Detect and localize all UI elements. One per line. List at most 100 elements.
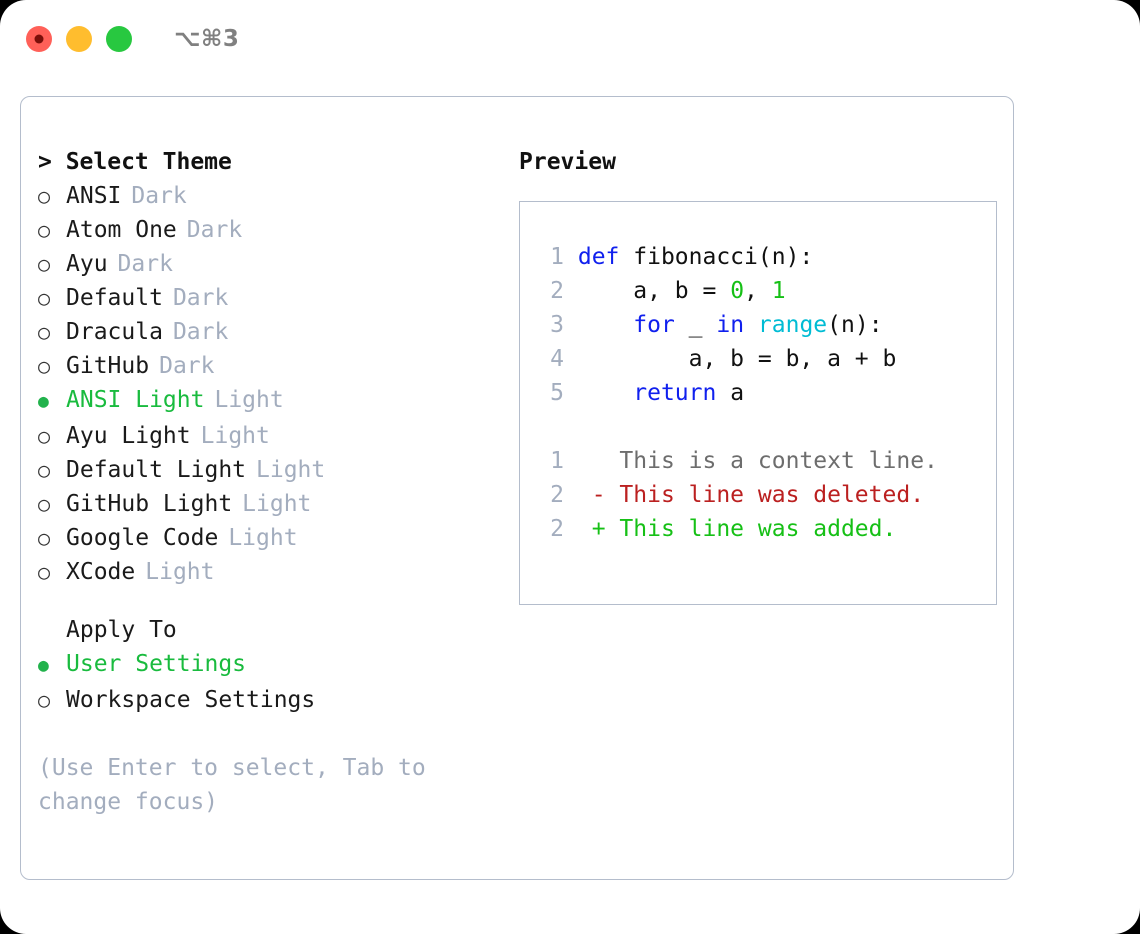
theme-option-label: ANSI Light — [66, 387, 205, 413]
code-token: fibonacci(n): — [633, 244, 814, 270]
apply-to-option-list[interactable]: ●User Settings ○ Workspace Settings — [38, 647, 508, 717]
apply-to-option-label: Workspace Settings — [66, 687, 316, 713]
line-number: 1 — [550, 448, 564, 474]
line-number: 3 — [550, 312, 564, 338]
radio-unselected-icon: ○ — [38, 526, 51, 550]
code-line-1: 2 a, b = 0, 1 — [538, 274, 996, 308]
theme-variant-tag: Light — [228, 525, 298, 551]
radio-unselected-icon: ○ — [38, 184, 51, 208]
code-line-4: 5 return a — [538, 376, 996, 410]
line-number: 2 — [550, 516, 564, 542]
code-token: for — [633, 312, 675, 338]
theme-option-2[interactable]: ○ Ayu Dark — [38, 247, 508, 281]
theme-option-label: Google Code — [66, 525, 219, 551]
theme-option-label: Atom One — [66, 217, 177, 243]
radio-unselected-icon: ○ — [38, 458, 51, 482]
minimize-button[interactable] — [66, 26, 92, 52]
diff-line-1: 2 - This line was deleted. — [538, 478, 996, 512]
code-token: 0 — [730, 278, 745, 304]
line-number: 4 — [550, 346, 564, 372]
radio-unselected-icon: ○ — [38, 688, 51, 712]
code-token: def — [577, 244, 634, 270]
apply-to-heading: Apply To — [66, 617, 177, 643]
line-number: 2 — [550, 482, 564, 508]
line-number: 2 — [550, 278, 564, 304]
theme-variant-tag: Light — [214, 387, 284, 413]
theme-option-label: Default Light — [66, 457, 247, 483]
theme-option-3[interactable]: ○ Default Dark — [38, 281, 508, 315]
code-token: (n): — [827, 312, 883, 338]
theme-variant-tag: Dark — [186, 217, 243, 243]
select-theme-heading: > Select Theme — [38, 149, 232, 175]
radio-unselected-icon: ○ — [38, 252, 51, 276]
theme-variant-tag: Dark — [159, 353, 215, 379]
window-titlebar: ⌥⌘3 — [0, 0, 1140, 78]
theme-variant-tag: Dark — [172, 285, 229, 311]
line-number: 5 — [550, 380, 564, 406]
theme-variant-tag: Light — [145, 559, 215, 585]
maximize-button[interactable] — [106, 26, 132, 52]
theme-option-label: XCode — [66, 559, 136, 585]
code-token — [578, 312, 633, 338]
line-number: 1 — [550, 244, 564, 270]
theme-option-label: Ayu — [66, 251, 108, 277]
code-token: _ — [674, 312, 717, 338]
theme-option-11[interactable]: ○ XCode Light — [38, 555, 508, 589]
code-token: return — [633, 380, 717, 406]
theme-option-6[interactable]: ● ANSI Light Light — [38, 383, 508, 419]
code-token: in — [716, 312, 745, 338]
theme-option-label: GitHub — [66, 353, 150, 379]
radio-selected-icon: ● — [38, 655, 49, 676]
theme-option-4[interactable]: ○ Dracula Dark — [38, 315, 508, 349]
code-token: 1 — [771, 278, 786, 304]
diff-marker — [592, 448, 606, 474]
code-token — [744, 312, 758, 338]
code-token: range — [757, 312, 828, 338]
diff-line-0: 1 This is a context line. — [538, 444, 996, 478]
diff-text: This line was deleted. — [605, 482, 925, 508]
theme-option-label: Ayu Light — [66, 423, 191, 449]
apply-to-option-1[interactable]: ○ Workspace Settings — [38, 683, 508, 717]
apply-to-option-0[interactable]: ●User Settings — [38, 647, 508, 683]
diff-marker: - — [591, 482, 606, 508]
theme-option-10[interactable]: ○ Google Code Light — [38, 521, 508, 555]
theme-variant-tag: Dark — [172, 319, 229, 345]
theme-variant-tag: Light — [256, 457, 326, 483]
radio-unselected-icon: ○ — [38, 320, 51, 344]
diff-line-2: 2 + This line was added. — [538, 512, 996, 546]
diff-text: This is a context line. — [605, 448, 938, 474]
code-token: a, b = b, a + b — [577, 346, 897, 372]
code-line-2: 3 for _ in range(n): — [538, 308, 996, 342]
theme-variant-tag: Dark — [117, 251, 173, 277]
keyboard-shortcut-label: ⌥⌘3 — [174, 26, 240, 52]
radio-selected-icon: ● — [38, 391, 49, 412]
radio-unselected-icon: ○ — [38, 286, 51, 310]
radio-unselected-icon: ○ — [38, 424, 51, 448]
theme-option-label: Default — [66, 285, 163, 311]
theme-option-8[interactable]: ○ Default Light Light — [38, 453, 508, 487]
theme-option-1[interactable]: ○ Atom One Dark — [38, 213, 508, 247]
close-button[interactable] — [26, 26, 52, 52]
radio-unselected-icon: ○ — [38, 218, 51, 242]
theme-option-label: Dracula — [66, 319, 163, 345]
theme-option-5[interactable]: ○ GitHub Dark — [38, 349, 508, 383]
spacer — [38, 589, 508, 613]
keyboard-hint-text: (Use Enter to select, Tab to change focu… — [38, 755, 440, 815]
spacer — [538, 410, 996, 444]
radio-unselected-icon: ○ — [38, 560, 51, 584]
radio-unselected-icon: ○ — [38, 492, 51, 516]
code-token: a — [716, 380, 745, 406]
diff-sample: 1 This is a context line.2 - This line w… — [538, 444, 996, 546]
theme-variant-tag: Light — [200, 423, 270, 449]
window-controls — [26, 26, 132, 52]
theme-option-7[interactable]: ○ Ayu Light Light — [38, 419, 508, 453]
radio-unselected-icon: ○ — [38, 354, 51, 378]
